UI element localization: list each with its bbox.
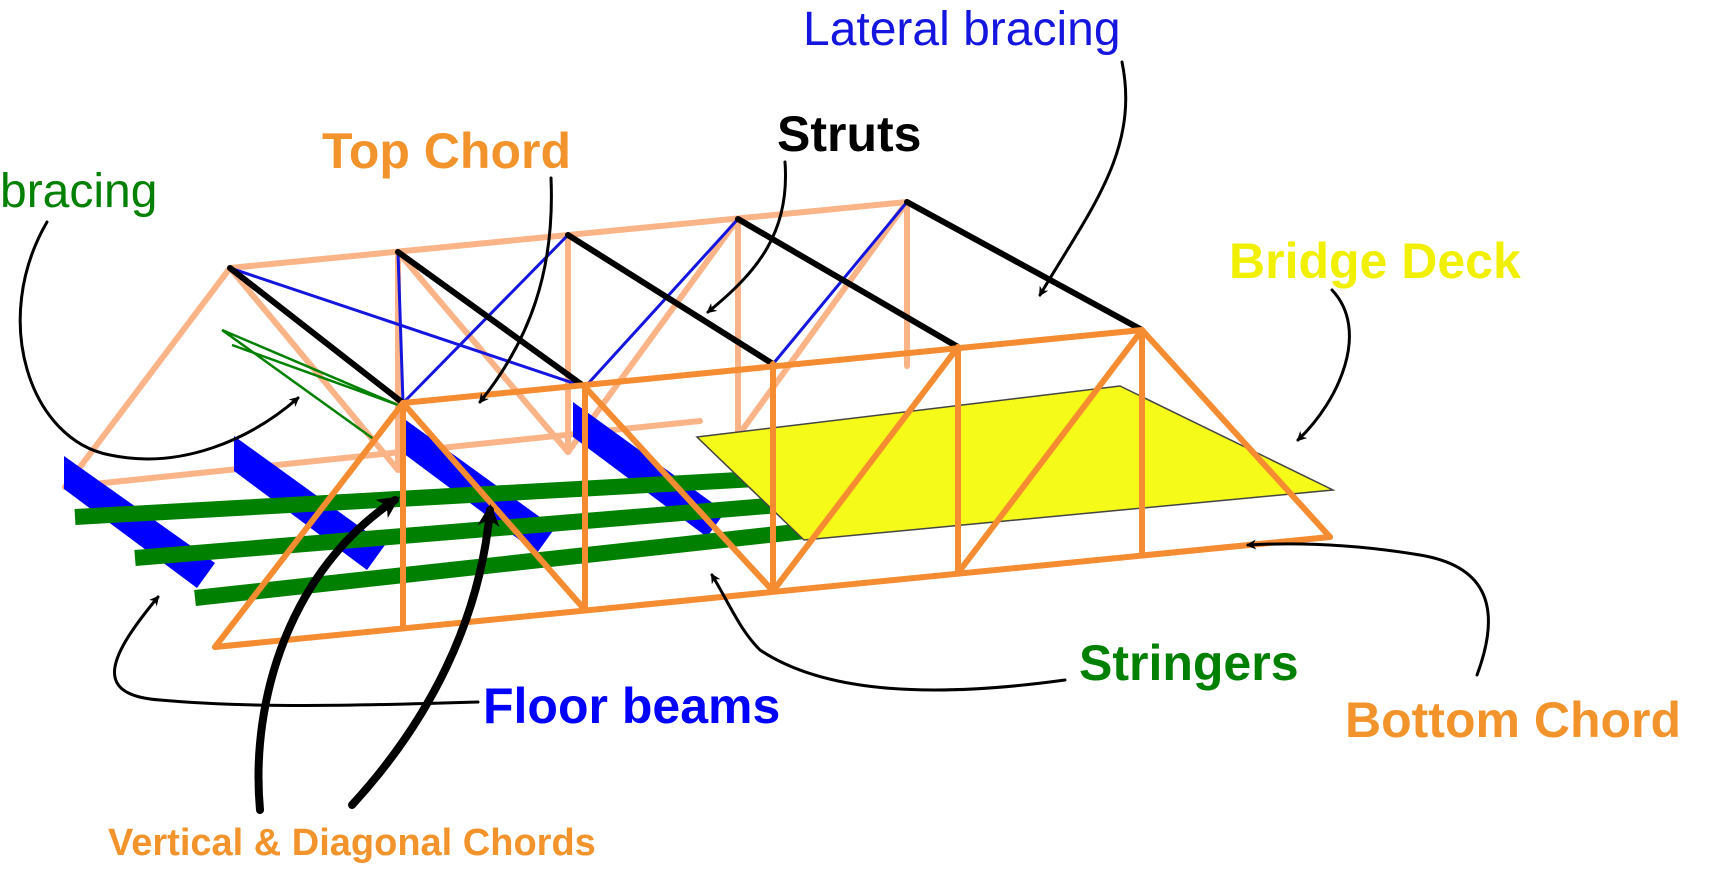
label-top-chord: Top Chord xyxy=(322,123,571,179)
label-stringers: Stringers xyxy=(1079,635,1299,691)
strut-3 xyxy=(565,232,776,367)
callout-arrows xyxy=(18,60,1490,814)
strut-5 xyxy=(904,199,1145,333)
far-end-post-left xyxy=(62,265,233,490)
labels: Lateral bracing Struts Top Chord bracing… xyxy=(0,3,1681,864)
strut-4 xyxy=(735,216,961,350)
far-diagonal-4 xyxy=(735,199,910,439)
arrow-stringers xyxy=(710,573,1067,692)
near-diagonal-2 xyxy=(582,384,776,594)
label-vertical-diagonal-chords: Vertical & Diagonal Chords xyxy=(108,822,596,864)
label-struts: Struts xyxy=(777,106,921,162)
arrow-bracing xyxy=(18,220,300,461)
near-truss xyxy=(212,327,1333,650)
arrow-top-chord xyxy=(478,176,553,404)
arrow-lateral-bracing xyxy=(1038,60,1128,297)
near-diagonal-4 xyxy=(955,327,1145,576)
bridge-deck xyxy=(695,385,1336,541)
label-bracing: bracing xyxy=(0,165,157,218)
label-bottom-chord: Bottom Chord xyxy=(1345,692,1681,748)
arrow-diagonal-chord xyxy=(348,504,500,809)
label-lateral-bracing: Lateral bracing xyxy=(803,3,1121,56)
floor-beam-4 xyxy=(573,402,725,537)
arrow-bottom-chord xyxy=(1246,539,1490,677)
arrow-bridge-deck xyxy=(1296,288,1351,442)
arrow-vertical-chord xyxy=(254,496,400,814)
near-end-post-right xyxy=(1139,327,1333,540)
label-bridge-deck: Bridge Deck xyxy=(1229,233,1521,289)
near-end-post-left xyxy=(212,400,406,650)
label-floor-beams: Floor beams xyxy=(483,678,780,734)
struts xyxy=(227,199,1145,406)
far-diagonal-3 xyxy=(565,216,741,455)
strut-1 xyxy=(227,265,406,406)
arrow-struts xyxy=(706,160,788,314)
strut-2 xyxy=(395,249,588,390)
portal-bracing xyxy=(221,328,399,442)
arrow-floor-beams xyxy=(113,595,480,707)
near-diagonal-3 xyxy=(770,344,961,594)
